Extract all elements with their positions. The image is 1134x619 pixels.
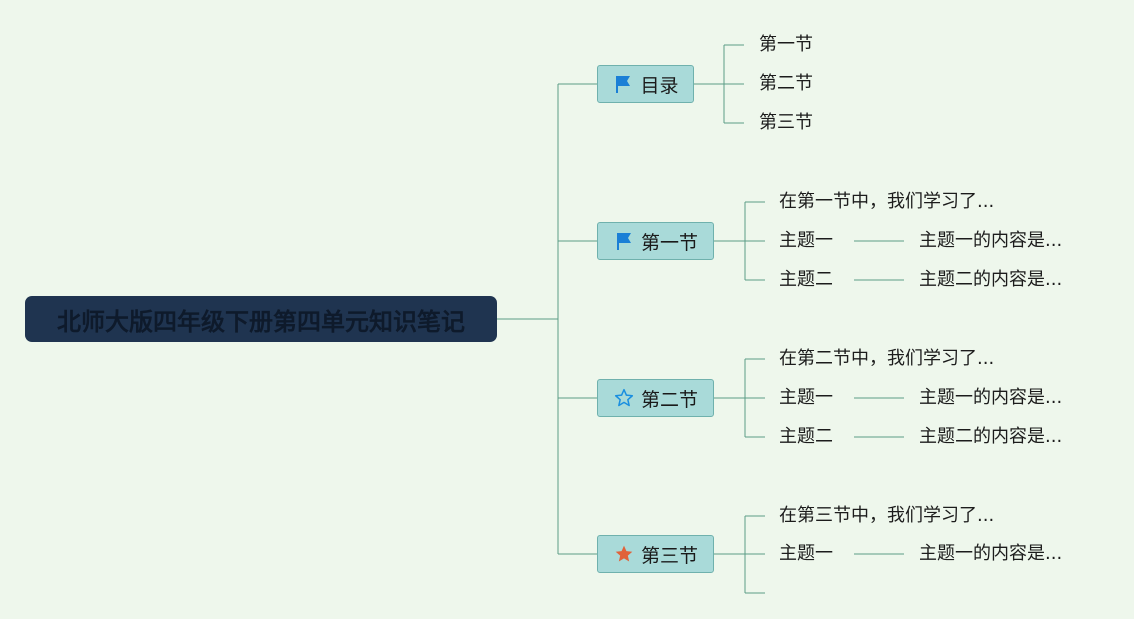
branch-label: 目录 xyxy=(640,74,679,97)
topic-content[interactable]: 主题一的内容是... xyxy=(919,387,1063,408)
root-node[interactable]: 北师大版四年级下册第四单元知识笔记 xyxy=(25,296,497,342)
section-intro[interactable]: 在第一节中，我们学习了... xyxy=(779,191,995,212)
contents-item[interactable]: 第一节 xyxy=(759,34,813,55)
section-intro[interactable]: 在第三节中，我们学习了... xyxy=(779,505,995,526)
topic-label[interactable]: 主题二 xyxy=(779,426,833,447)
topic-label[interactable]: 主题一 xyxy=(779,543,833,564)
topic-content[interactable]: 主题二的内容是... xyxy=(919,426,1063,447)
topic-label[interactable]: 主题一 xyxy=(779,387,833,408)
contents-item[interactable]: 第三节 xyxy=(759,112,813,133)
branch-label: 第二节 xyxy=(640,388,698,411)
section-intro[interactable]: 在第二节中，我们学习了... xyxy=(779,348,995,369)
topic-label[interactable]: 主题二 xyxy=(779,269,833,290)
topic-label[interactable]: 主题一 xyxy=(779,230,833,251)
branch-contents[interactable]: 目录 xyxy=(597,65,694,103)
star-filled-icon xyxy=(613,543,635,565)
branch-section-3[interactable]: 第三节 xyxy=(597,535,714,573)
contents-item[interactable]: 第二节 xyxy=(759,73,813,94)
star-outline-icon xyxy=(613,387,635,409)
flag-icon xyxy=(612,73,634,95)
root-title: 北师大版四年级下册第四单元知识笔记 xyxy=(57,307,465,336)
branch-label: 第一节 xyxy=(640,231,698,254)
topic-content[interactable]: 主题一的内容是... xyxy=(919,230,1063,251)
flag-icon xyxy=(613,230,635,252)
branch-section-2[interactable]: 第二节 xyxy=(597,379,714,417)
topic-content[interactable]: 主题二的内容是... xyxy=(919,269,1063,290)
branch-section-1[interactable]: 第一节 xyxy=(597,222,714,260)
topic-content[interactable]: 主题一的内容是... xyxy=(919,543,1063,564)
branch-label: 第三节 xyxy=(640,544,698,567)
